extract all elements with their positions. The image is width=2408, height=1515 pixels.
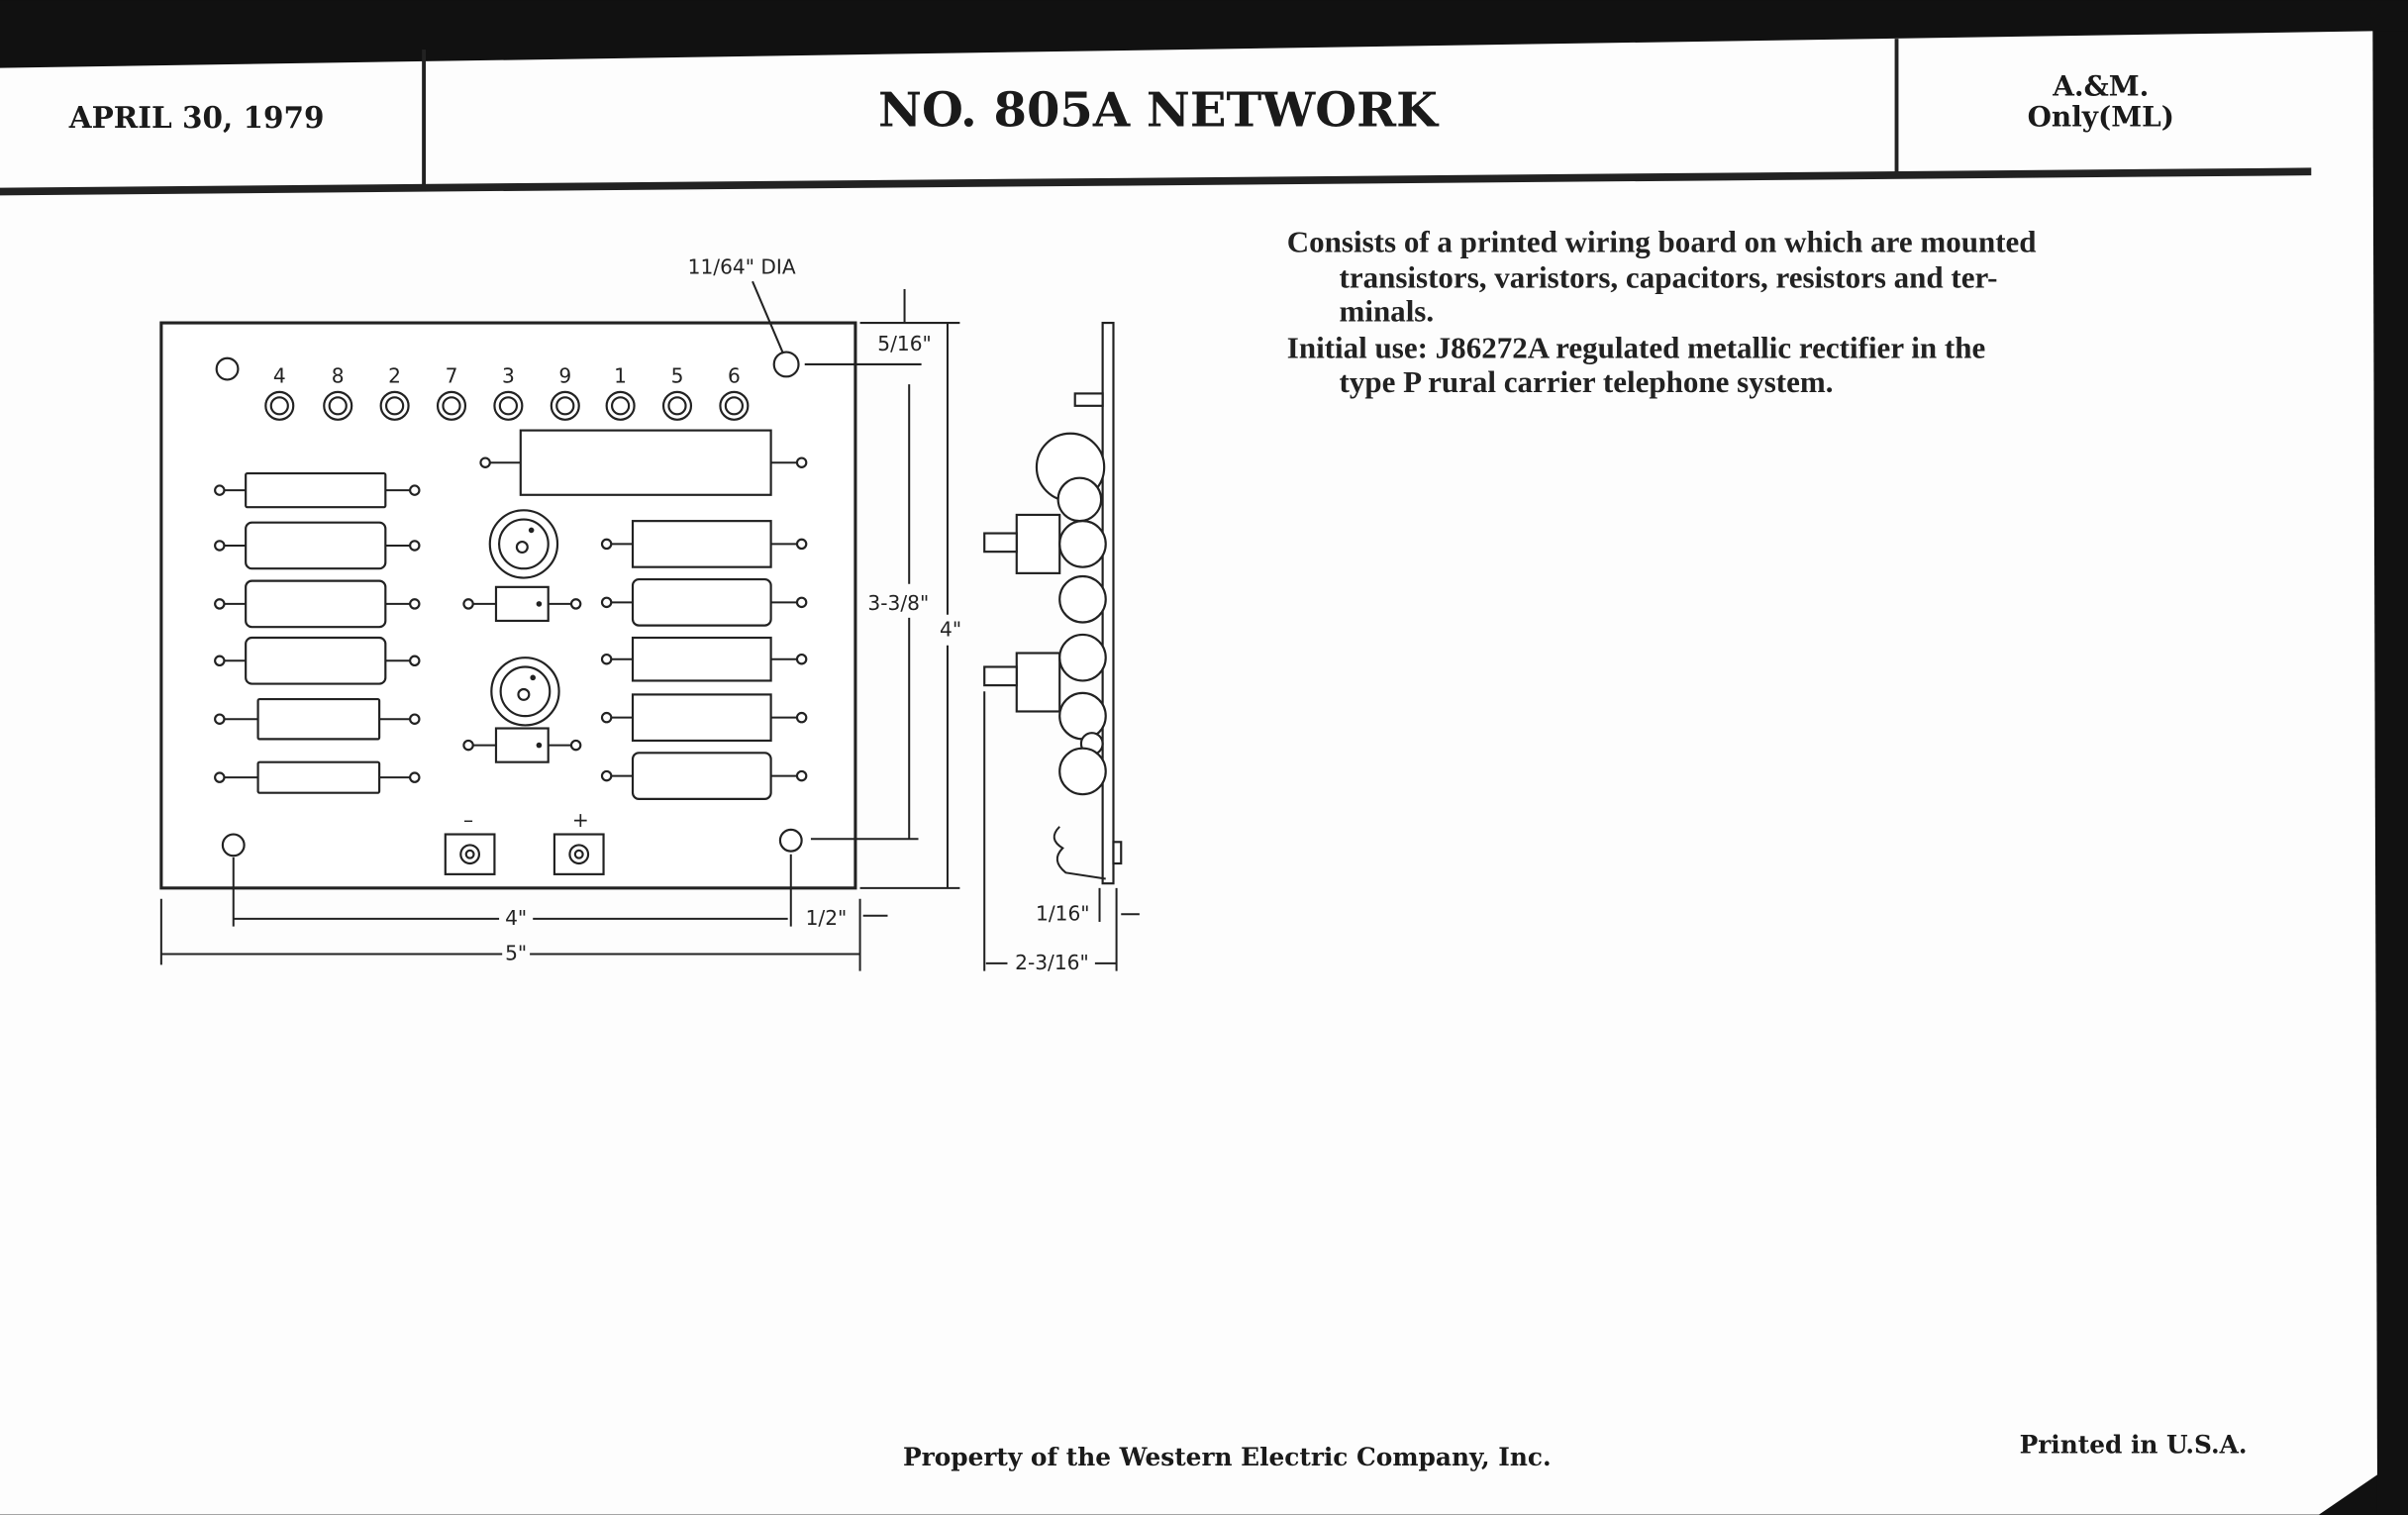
terminal-number: 1 — [614, 364, 627, 388]
terminal-number: 9 — [558, 364, 571, 388]
footer-printed: Printed in U.S.A. — [2020, 1431, 2248, 1460]
resistor — [214, 697, 421, 741]
header-date: APRIL 30, 1979 — [68, 100, 325, 135]
dim-hole-span-h: 4" — [505, 906, 527, 930]
resistor — [214, 471, 421, 509]
terminal-number: 2 — [388, 364, 401, 388]
resistor — [214, 521, 421, 570]
dimensions: 11/64" DIA 5/16" 3-3/8" 4" 4" 1/2" 5" — [159, 254, 961, 971]
hole-dia-label: 11/64" DIA — [688, 254, 796, 278]
dim-width: 5" — [505, 942, 527, 965]
scope-line-2: Only(ML) — [2028, 101, 2174, 134]
terminal-number: 6 — [728, 364, 741, 388]
dim-hole-span-v: 3-3/8" — [867, 591, 929, 615]
diode — [462, 585, 582, 623]
header-rule — [0, 167, 2312, 196]
resistor — [600, 520, 808, 568]
description: Consists of a printed wiring board on wh… — [1287, 225, 2037, 399]
resistor — [214, 636, 421, 685]
desc-line: Consists of a printed wiring board on wh… — [1287, 225, 2037, 259]
terminal-number: 7 — [446, 364, 458, 388]
diode — [462, 727, 582, 763]
terminal-number: 4 — [273, 364, 286, 388]
resistor — [479, 429, 808, 496]
plus-label: + — [572, 808, 589, 832]
desc-line: transistors, varistors, capacitors, resi… — [1339, 259, 1997, 294]
page-title: NO. 805A NETWORK — [878, 83, 1440, 139]
side-view: 1/16" 2-3/16" — [983, 321, 1140, 974]
dim-top-offset: 5/16" — [877, 332, 932, 355]
varistor — [490, 656, 560, 727]
resistor — [600, 752, 808, 800]
dim-height: 4" — [940, 617, 961, 641]
resistor — [600, 693, 808, 743]
footer-property: Property of the Western Electric Company… — [903, 1443, 1552, 1471]
terminal-number: 8 — [332, 364, 345, 388]
components — [214, 429, 808, 800]
header: APRIL 30, 1979 NO. 805A NETWORK A.&M. On… — [0, 39, 2312, 196]
polarity-terminals: – + — [444, 808, 605, 875]
minus-label: – — [463, 808, 473, 832]
resistor — [600, 577, 808, 627]
dim-edge-offset: 1/2" — [806, 906, 848, 930]
resistor — [214, 760, 421, 794]
terminal-number: 5 — [671, 364, 684, 388]
dim-thickness: 1/16" — [1036, 901, 1090, 925]
dim-depth: 2-3/16" — [1015, 951, 1089, 974]
desc-line: type P rural carrier telephone system. — [1339, 364, 1833, 399]
scope-line-1: A.&M. — [2052, 70, 2149, 103]
desc-line: Initial use: J86272A regulated metallic … — [1287, 331, 1985, 365]
desc-line: minals. — [1339, 294, 1434, 329]
mounting-holes — [215, 351, 803, 858]
terminal-number: 3 — [502, 364, 515, 388]
varistor — [488, 509, 559, 579]
resistor — [214, 579, 421, 629]
resistor — [600, 636, 808, 682]
